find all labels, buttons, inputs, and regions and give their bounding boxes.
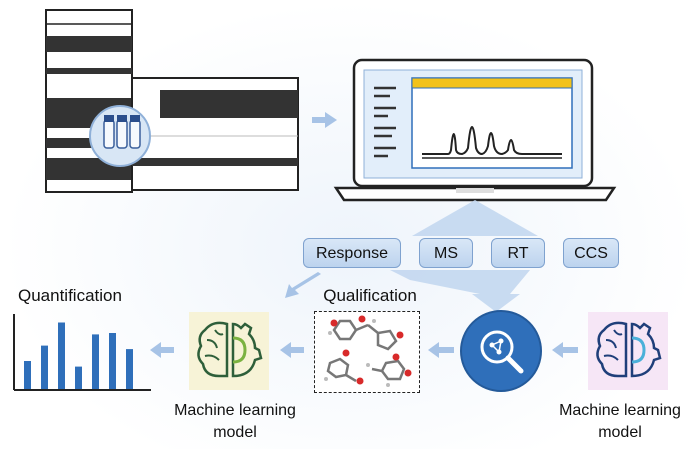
feature-chip-ccs: CCS: [563, 238, 619, 268]
feature-chip-ms: MS: [419, 238, 473, 268]
bar-4: [75, 366, 82, 389]
arrow-right-icon: [312, 112, 337, 128]
quantification-bar-chart: [13, 314, 151, 391]
quantification-title: Quantification: [18, 286, 122, 305]
ml-model-right-label-line1: Machine learning: [559, 402, 681, 419]
molecule-structures-icon: [324, 315, 412, 387]
ml-model-left-box: [189, 312, 269, 390]
feature-chip-response: Response: [303, 238, 401, 268]
arrow-left-icon: [150, 342, 174, 358]
arrow-left-icon: [428, 342, 454, 358]
ml-model-left-label-line1: Machine learning: [174, 402, 296, 419]
mass-spectrometer-illustration: [45, 9, 299, 193]
funnel-icon: [412, 200, 538, 236]
feature-label-response: Response: [315, 245, 389, 262]
arrow-left-icon: [280, 342, 304, 358]
laptop-chromatogram-illustration: [333, 58, 617, 202]
ml-model-right-label-line2: model: [598, 424, 642, 441]
ml-model-right-box: [588, 312, 668, 390]
bar-2: [41, 345, 48, 389]
brain-gear-icon: [197, 321, 263, 378]
feature-label-ccs: CCS: [574, 245, 608, 262]
bar-3: [58, 322, 65, 389]
arrow-diagonal-icon: [285, 272, 321, 298]
bar-7: [126, 349, 133, 389]
bar-6: [109, 333, 116, 389]
brain-gear-icon: [596, 321, 662, 378]
feature-label-rt: RT: [507, 245, 529, 262]
feature-chip-rt: RT: [491, 238, 545, 268]
qualification-title: Qualification: [323, 286, 417, 305]
ml-model-left-label-line2: model: [213, 424, 257, 441]
bar-5: [92, 334, 99, 389]
arrow-left-icon: [552, 342, 578, 358]
analysis-magnifier-icon: [460, 310, 542, 392]
feature-label-ms: MS: [434, 245, 458, 262]
bar-1: [24, 361, 31, 389]
arrow-down-icon: [390, 270, 530, 312]
